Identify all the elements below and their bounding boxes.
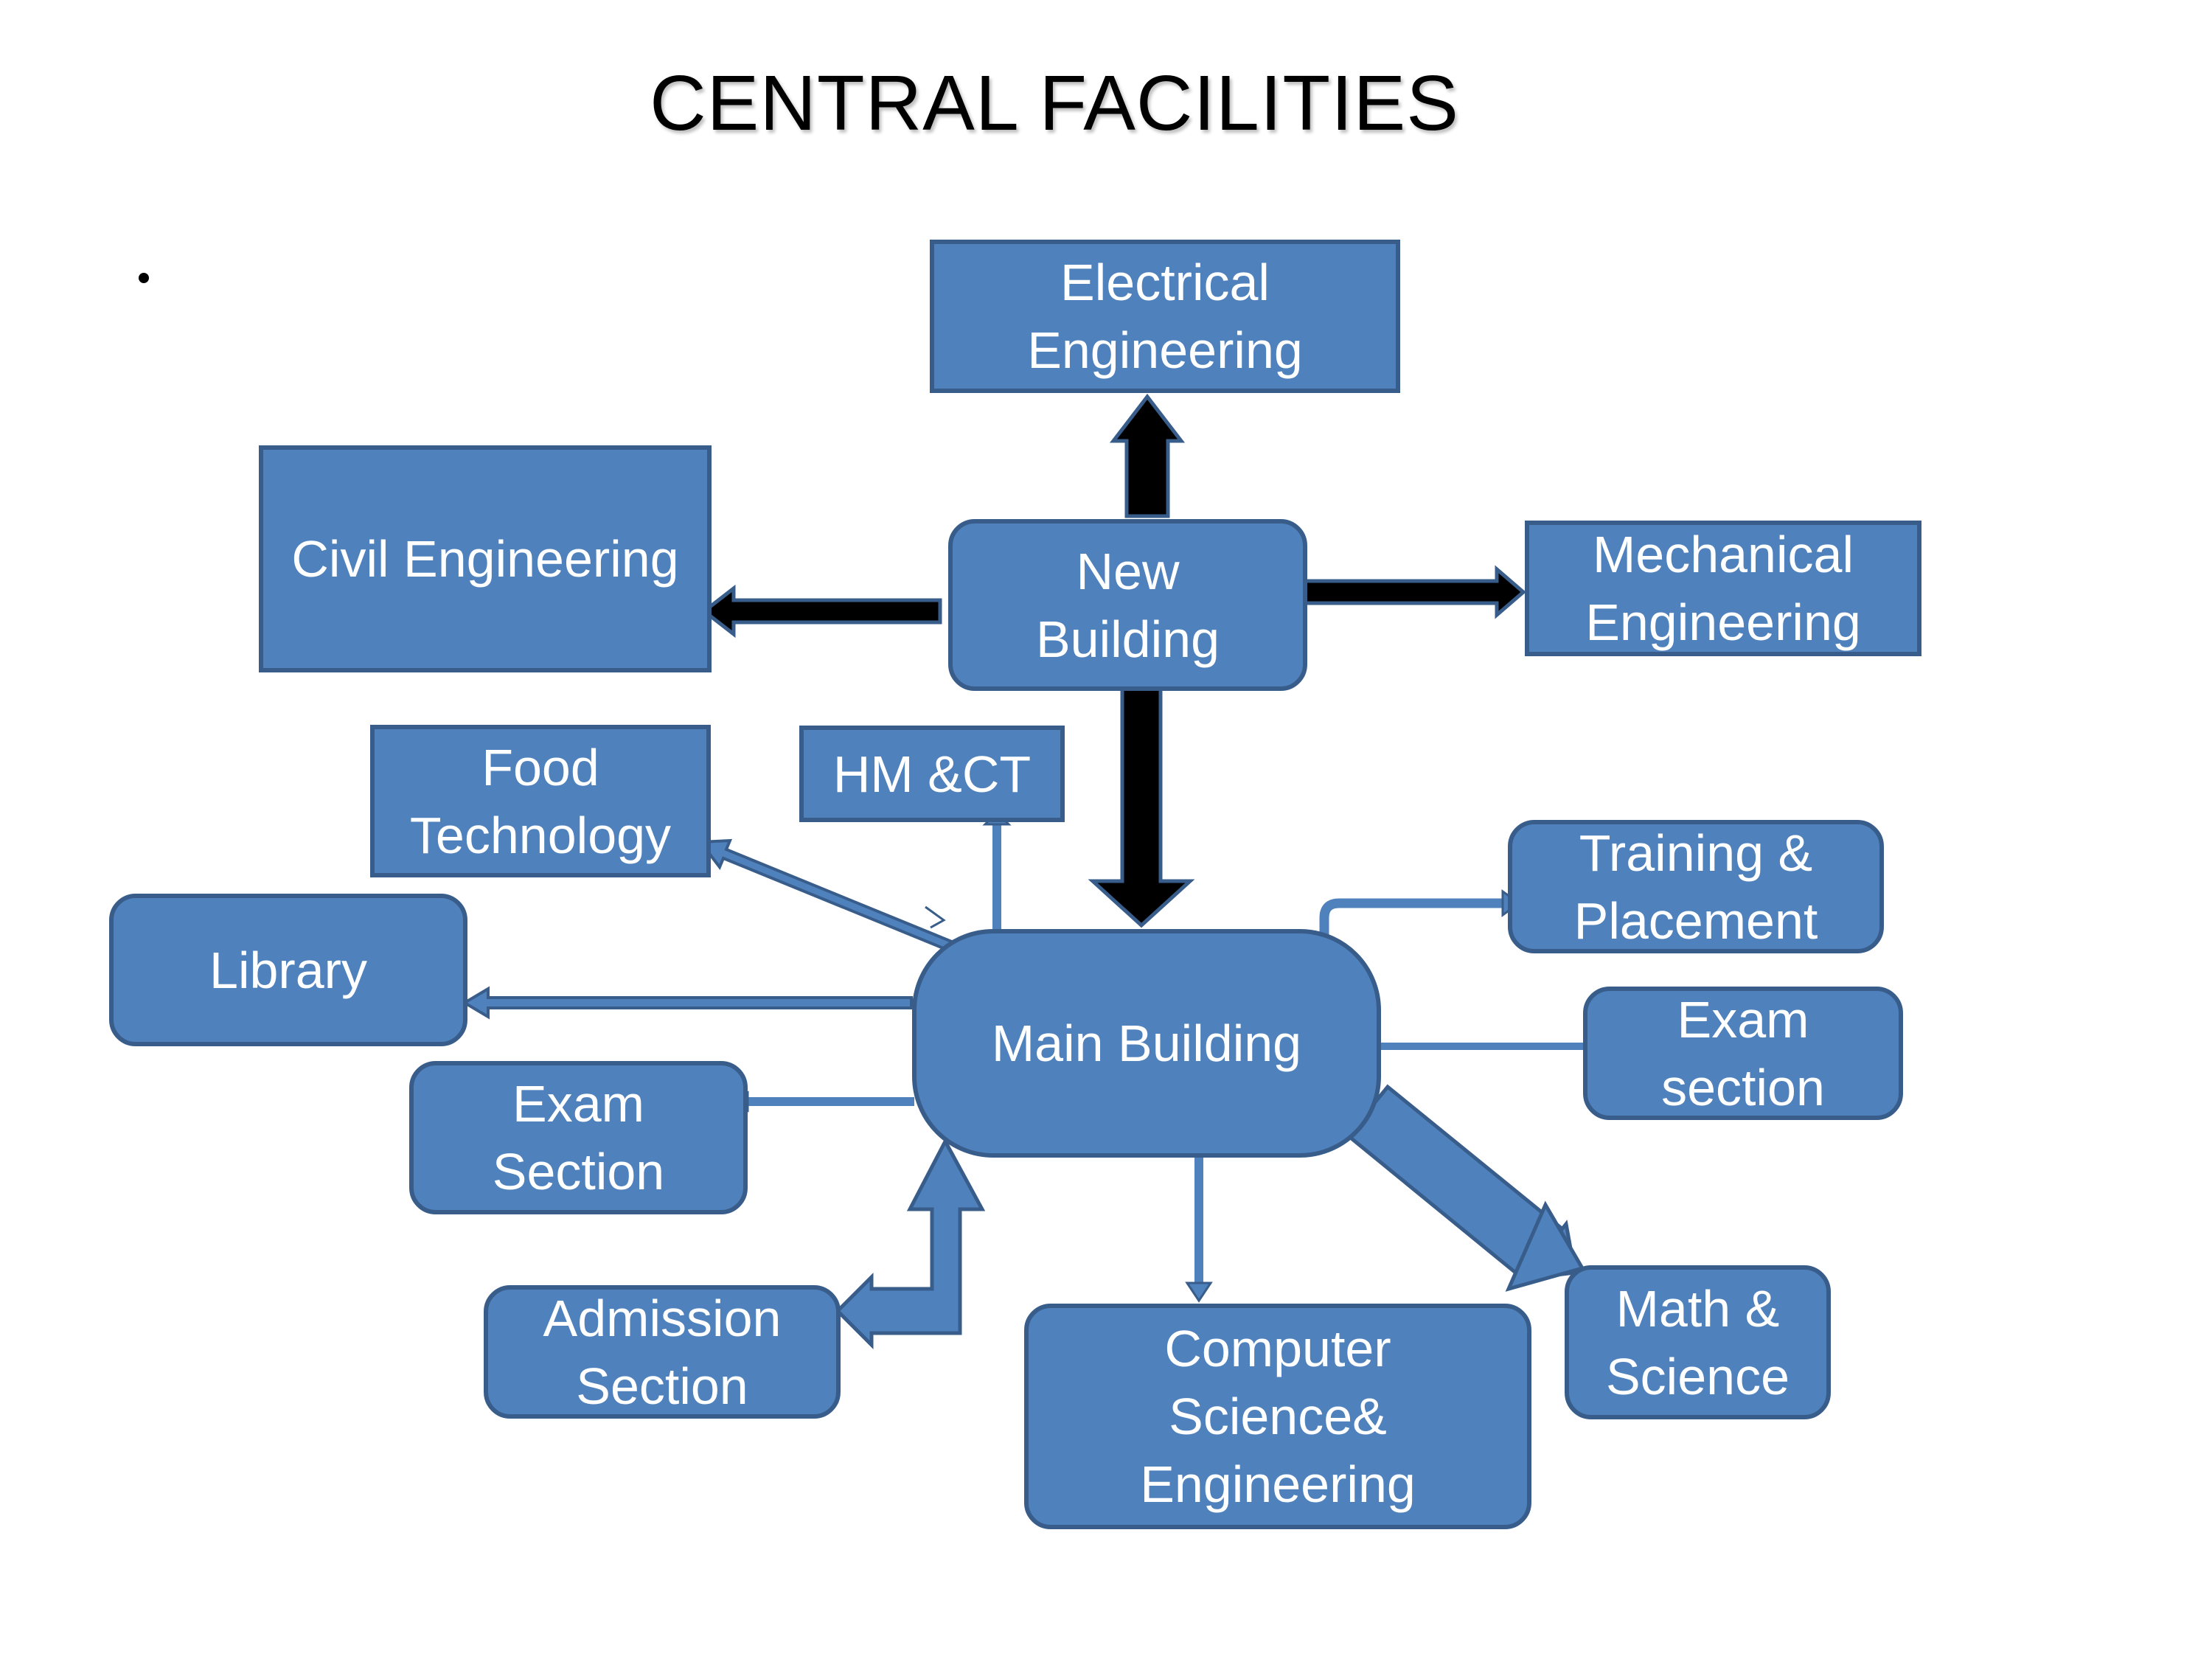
diagram-title: CENTRAL FACILITIES [650,60,1459,147]
arrow-main-to-hmct [981,822,1001,950]
arrow-main-admission-bidirectional [835,1137,986,1350]
node-library: Library [109,894,467,1046]
arrow-new-to-electrical [1109,393,1186,518]
node-training-placement: Training & Placement [1508,820,1884,953]
arrow-main-to-math-head [1505,1200,1585,1292]
arrow-main-to-training [1319,898,1504,944]
node-hm-ct: HM &CT [799,726,1065,822]
bullet-point [139,273,149,283]
arrow-main-to-food [698,838,959,955]
node-food-technology: Food Technology [370,725,711,877]
arrow-new-to-main [1088,685,1195,928]
node-math-science: Math & Science [1565,1265,1831,1419]
arrow-main-to-library [462,986,913,1020]
node-computer-science-engineering: Computer Science& Engineering [1024,1304,1531,1529]
node-main-building: Main Building [912,929,1381,1158]
node-mechanical-engineering: Mechanical Engineering [1525,521,1921,656]
node-electrical-engineering: Electrical Engineering [930,240,1400,393]
arrow-new-to-civil [700,584,942,639]
node-exam-section-left: Exam Section [409,1061,748,1214]
arrow-tick-mark [925,905,946,929]
arrow-new-to-mechanical [1297,565,1526,619]
node-civil-engineering: Civil Engineering [259,445,712,672]
node-new-building: New Building [948,519,1307,691]
node-admission-section: Admission Section [484,1285,841,1419]
node-exam-section-right: Exam section [1583,987,1903,1120]
arrow-main-to-cse-head [1185,1281,1213,1303]
